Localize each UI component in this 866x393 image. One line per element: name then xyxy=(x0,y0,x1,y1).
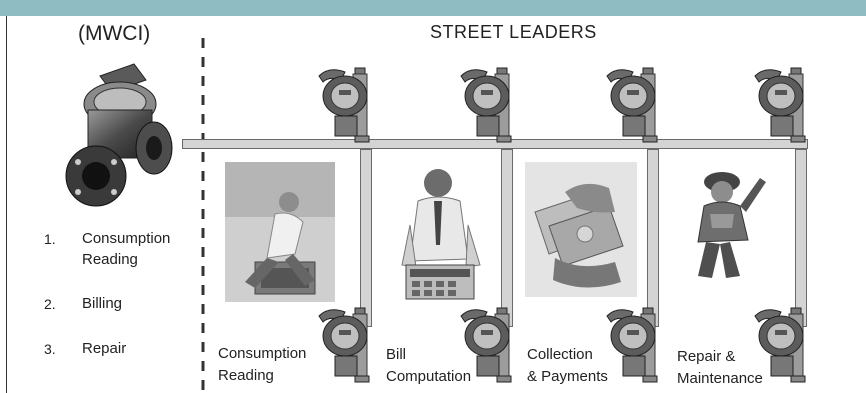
top-banner-bar xyxy=(0,0,866,16)
repairman-photo xyxy=(697,172,766,278)
vertical-pipe xyxy=(795,149,807,327)
caption-collection-line2: & Payments xyxy=(527,368,608,385)
small-water-meter-icon xyxy=(460,67,512,143)
list-item-billing: Billing xyxy=(82,295,123,312)
street-leaders-title: STREET LEADERS xyxy=(430,22,597,42)
list-item-consumption-line2: Reading xyxy=(82,251,138,268)
calculator-man-photo xyxy=(401,169,481,300)
vertical-pipe xyxy=(647,149,659,327)
list-number: 2. xyxy=(44,296,56,312)
list-item-repair: Repair xyxy=(82,340,127,357)
small-water-meter-icon xyxy=(606,67,658,143)
list-number: 1. xyxy=(44,231,56,247)
small-water-meter-icon xyxy=(754,67,806,143)
mwci-title: (MWCI) xyxy=(78,22,151,45)
small-water-meter-icon xyxy=(318,307,370,383)
large-water-meter-icon xyxy=(65,63,173,207)
vertical-pipe xyxy=(501,149,513,327)
caption-consumption-line2: Reading xyxy=(218,367,274,384)
list-item-consumption-line1: Consumption xyxy=(82,230,171,247)
small-water-meter-icon xyxy=(460,307,512,383)
left-border-line xyxy=(6,16,7,393)
caption-bill-line2: Computation xyxy=(386,368,472,385)
vertical-pipe xyxy=(360,149,372,327)
cash-payment-photo xyxy=(525,162,637,297)
caption-collection-line1: Collection xyxy=(527,346,593,363)
caption-repair-line2: Maintenance xyxy=(677,370,763,387)
small-water-meter-icon xyxy=(606,307,658,383)
meter-reader-photo xyxy=(225,162,335,302)
caption-consumption-line1: Consumption xyxy=(218,345,307,362)
small-water-meter-icon xyxy=(318,67,370,143)
small-water-meter-icon xyxy=(754,307,806,383)
caption-repair-line1: Repair & xyxy=(677,348,736,365)
horizontal-pipe xyxy=(182,139,808,149)
caption-bill-line1: Bill xyxy=(386,346,407,363)
list-number: 3. xyxy=(44,341,56,357)
